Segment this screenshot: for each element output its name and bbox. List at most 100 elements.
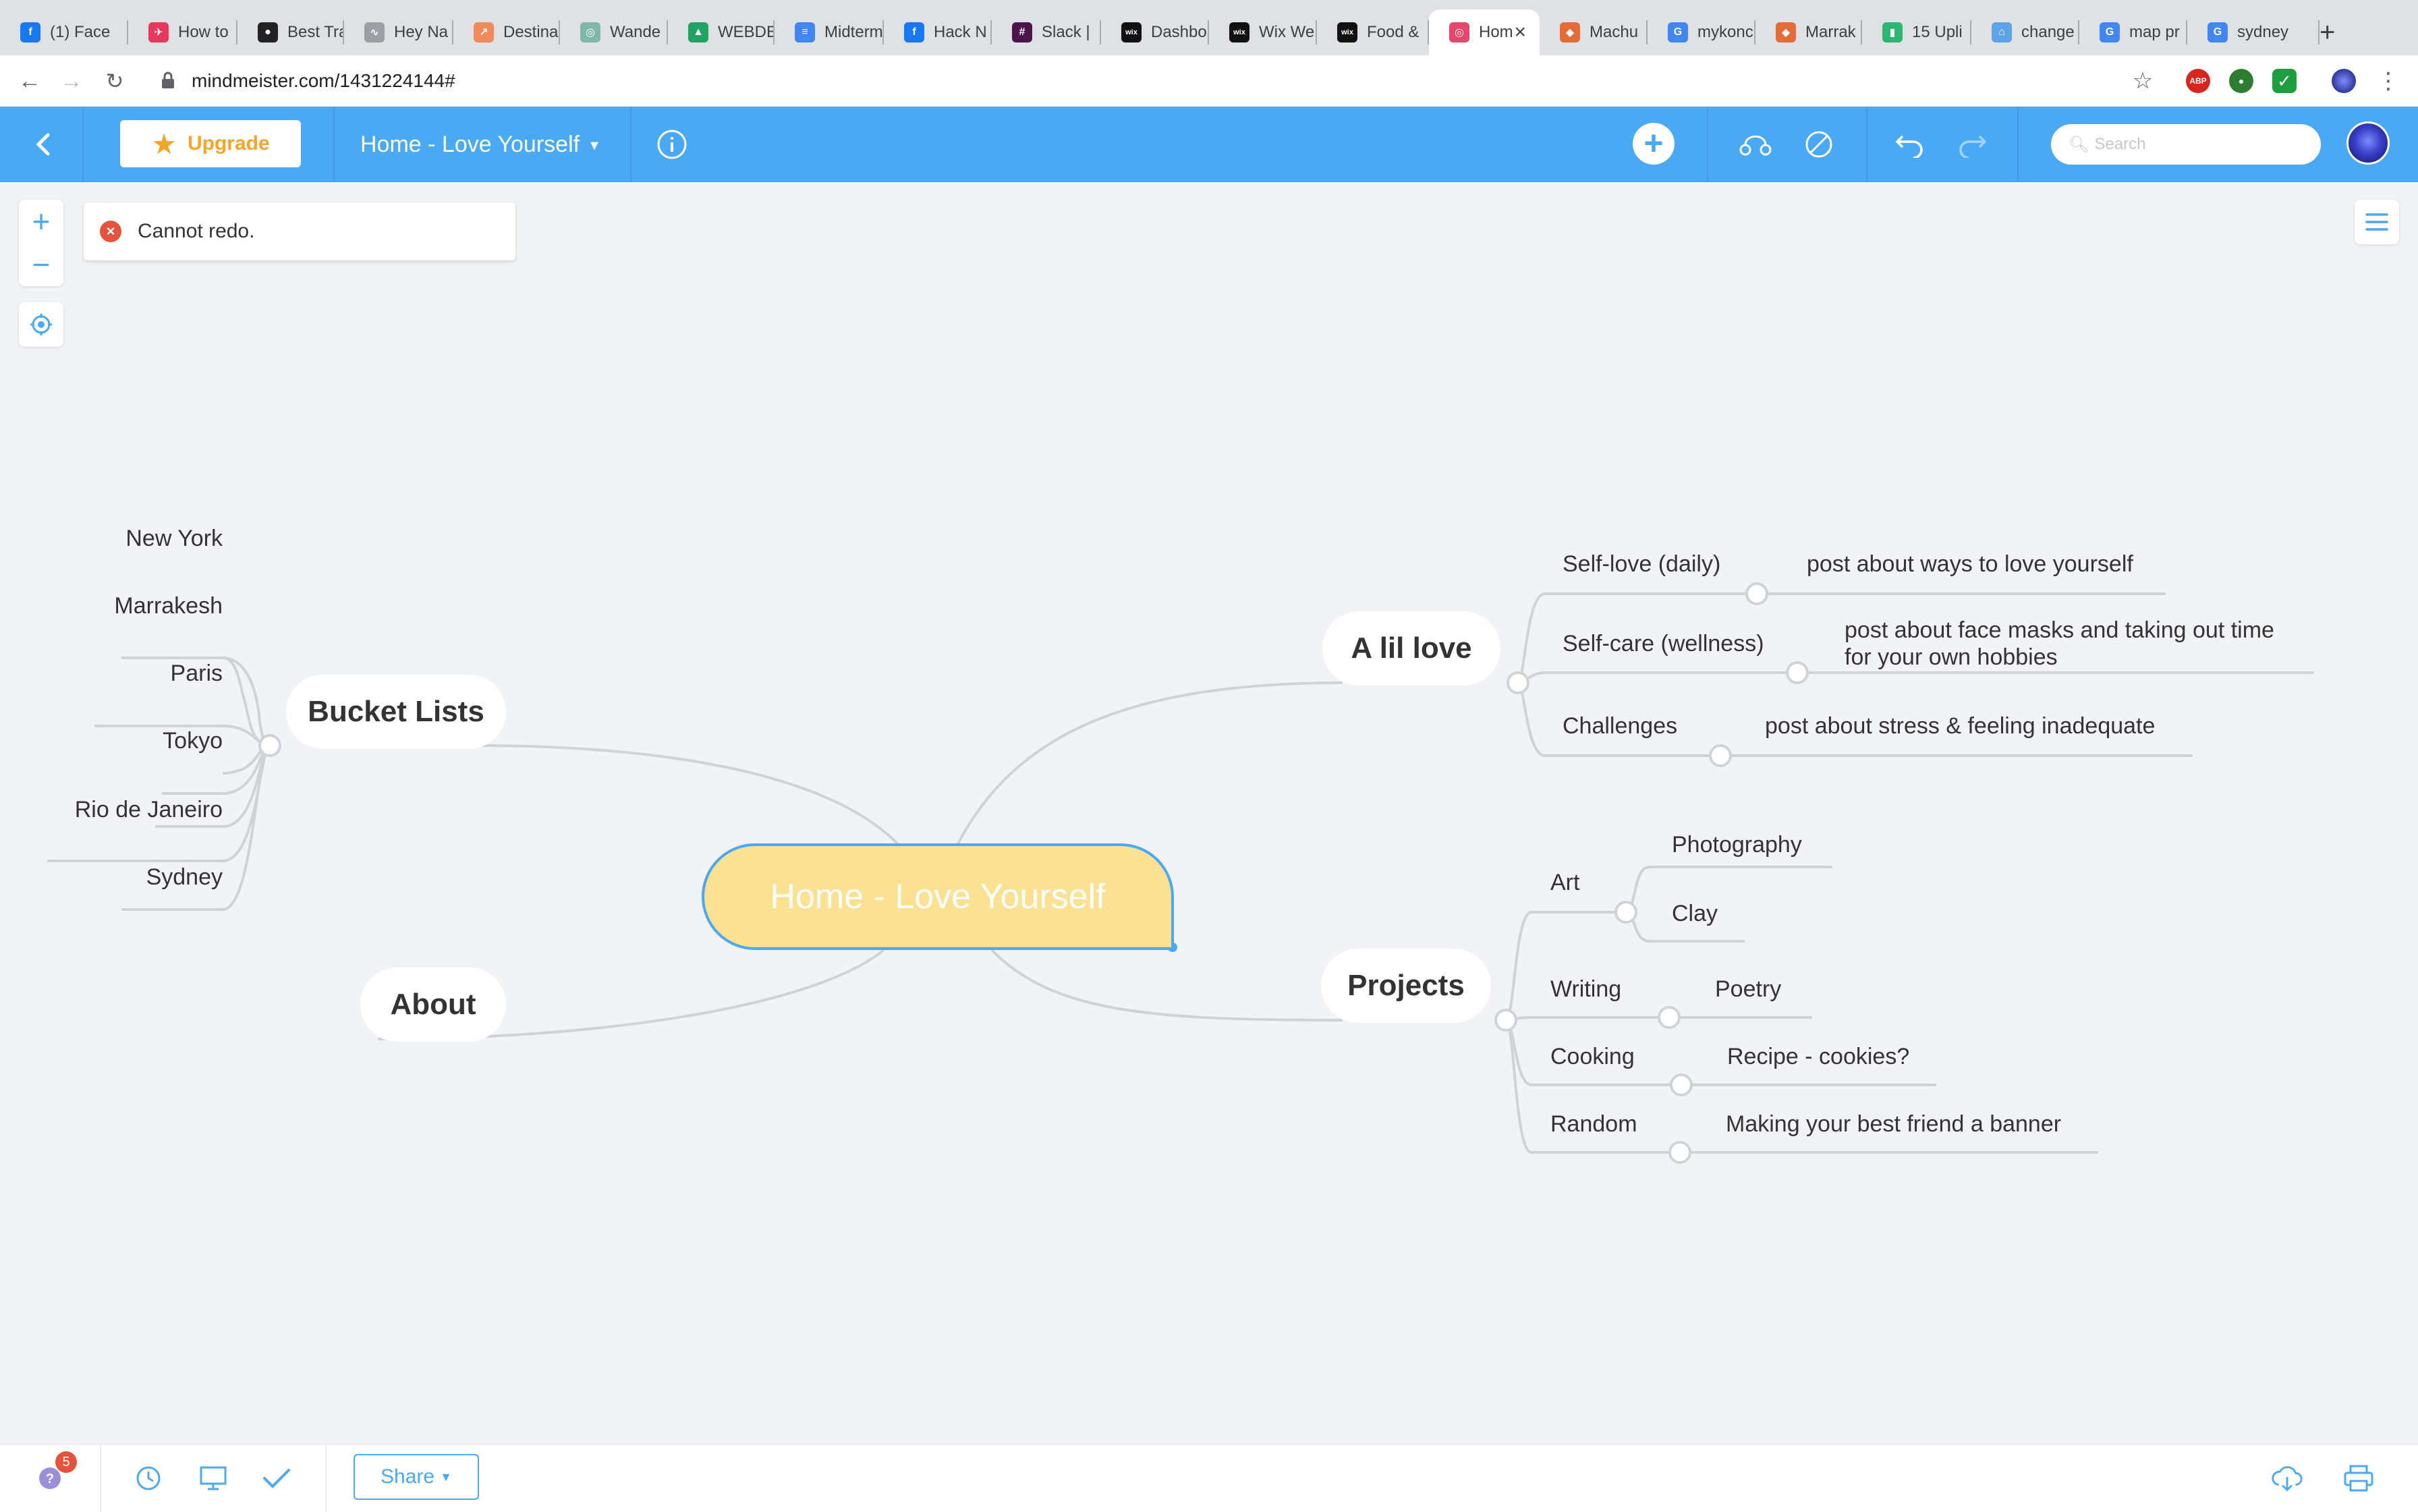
redo-icon[interactable]	[1952, 125, 1990, 163]
footer-divider	[325, 1445, 327, 1512]
map-title-dropdown[interactable]: Home - Love Yourself▼	[360, 127, 601, 163]
browser-tab[interactable]: ▮15 Upli	[1862, 9, 1971, 55]
info-icon[interactable]	[653, 125, 691, 163]
tab-title: Hack N	[934, 23, 987, 41]
back-chevron-icon[interactable]	[24, 125, 62, 163]
browser-tab[interactable]: ↗Destina	[453, 9, 560, 55]
tab-separator	[452, 20, 453, 45]
undo-icon[interactable]	[1892, 125, 1930, 163]
subtopic-self-love[interactable]: Self-love (daily)	[1563, 551, 1721, 577]
extension-chat-icon[interactable]: ●	[2229, 69, 2253, 93]
tab-separator	[559, 20, 560, 45]
subtopic-rio-de-janeiro[interactable]: Rio de Janeiro	[74, 797, 223, 822]
browser-tab[interactable]: ✈How to	[128, 9, 237, 55]
browser-tab[interactable]: ◆Marrak	[1755, 9, 1862, 55]
tab-title: Marrak	[1805, 23, 1856, 41]
connect-icon[interactable]	[1737, 125, 1774, 163]
collapse-knob	[1668, 1141, 1691, 1164]
browser-menu-icon[interactable]: ⋮	[2377, 68, 2400, 94]
subtopic-clay[interactable]: Clay	[1672, 901, 1718, 926]
tab-favicon-icon: G	[1668, 22, 1688, 43]
tab-favicon-icon: ≡	[795, 22, 815, 43]
tasks-check-icon[interactable]	[259, 1461, 294, 1496]
center-map-icon[interactable]	[19, 302, 63, 347]
new-tab-button[interactable]: +	[2319, 18, 2336, 47]
subtopic-photography[interactable]: Photography	[1672, 832, 1802, 858]
history-icon[interactable]	[131, 1461, 166, 1496]
note-self-love[interactable]: post about ways to love yourself	[1807, 551, 2133, 577]
browser-tab[interactable]: ◆Machu	[1540, 9, 1648, 55]
note-self-care[interactable]: post about face masks and taking out tim…	[1845, 617, 2274, 670]
subtopic-recipe-cookies[interactable]: Recipe - cookies?	[1727, 1044, 1910, 1069]
subtopic-poetry[interactable]: Poetry	[1715, 976, 1782, 1002]
help-icon[interactable]: ?	[32, 1461, 67, 1496]
presentation-icon[interactable]	[196, 1461, 231, 1496]
subtopic-sydney[interactable]: Sydney	[146, 864, 223, 890]
topic-a-lil-love[interactable]: A lil love	[1322, 611, 1500, 685]
subtopic-challenges[interactable]: Challenges	[1563, 713, 1678, 739]
share-button[interactable]: Share▼	[354, 1454, 479, 1500]
topic-projects[interactable]: Projects	[1321, 949, 1491, 1023]
mindmap-canvas[interactable]: Home - Love Yourself Bucket Lists About …	[0, 182, 2418, 1444]
adblock-icon[interactable]: ABP	[2186, 69, 2210, 93]
svg-text:?: ?	[46, 1472, 54, 1486]
bookmark-star-icon[interactable]: ☆	[2132, 68, 2154, 94]
close-tab-icon[interactable]: ×	[1514, 21, 1526, 43]
topic-about[interactable]: About	[360, 968, 506, 1042]
zoom-out-icon[interactable]: −	[32, 247, 51, 282]
browser-tab[interactable]: #Slack |	[992, 9, 1101, 55]
tab-separator	[1100, 20, 1101, 45]
subtopic-random[interactable]: Random	[1550, 1111, 1637, 1137]
subtopic-best-friend-banner[interactable]: Making your best friend a banner	[1726, 1111, 2062, 1137]
browser-tab[interactable]: ⌂change	[1971, 9, 2079, 55]
browser-tab[interactable]: ◎Wande	[560, 9, 668, 55]
subtopic-new-york[interactable]: New York	[125, 526, 223, 551]
outline-menu-icon[interactable]	[2355, 200, 2399, 244]
subtopic-paris[interactable]: Paris	[170, 661, 223, 686]
subtopic-marrakesh[interactable]: Marrakesh	[114, 593, 223, 619]
topic-bucket-lists[interactable]: Bucket Lists	[286, 675, 506, 749]
browser-tab[interactable]: ▲WEBDE	[668, 9, 775, 55]
subtopic-writing[interactable]: Writing	[1550, 976, 1622, 1002]
root-topic[interactable]: Home - Love Yourself	[702, 843, 1174, 950]
back-icon[interactable]: ←	[18, 67, 41, 94]
note-challenges[interactable]: post about stress & feeling inadequate	[1765, 713, 2156, 739]
browser-tab[interactable]: ●Best Tra	[237, 9, 344, 55]
upgrade-button[interactable]: ★ Upgrade	[120, 120, 301, 167]
user-avatar[interactable]	[2346, 121, 2390, 165]
tab-title: Slack |	[1042, 23, 1090, 41]
url-text[interactable]: mindmeister.com/1431224144#	[192, 70, 455, 91]
browser-tab[interactable]: ∿Hey Na	[344, 9, 453, 55]
subtopic-art[interactable]: Art	[1550, 870, 1580, 895]
add-topic-button[interactable]: +	[1633, 123, 1675, 165]
header-divider	[2017, 107, 2019, 182]
zoom-in-icon[interactable]: +	[32, 204, 51, 239]
browser-tab[interactable]: ◎Hom×	[1429, 9, 1540, 55]
tab-favicon-icon: ✈	[148, 22, 169, 43]
subtopic-self-care[interactable]: Self-care (wellness)	[1563, 631, 1764, 656]
tab-separator	[1970, 20, 1971, 45]
browser-tab[interactable]: ≡Midterm	[775, 9, 884, 55]
no-style-icon[interactable]	[1800, 125, 1838, 163]
checkmark-extension-icon[interactable]: ✓	[2272, 69, 2297, 93]
collapse-knob	[1786, 661, 1809, 684]
tab-favicon-icon: ◆	[1560, 22, 1580, 43]
print-icon[interactable]	[2341, 1461, 2376, 1496]
search-input[interactable]: 🔍︎ Search	[2051, 124, 2321, 165]
browser-tab[interactable]: f(1) Face	[0, 9, 128, 55]
reload-icon[interactable]: ↻	[105, 69, 124, 93]
forward-icon[interactable]: →	[60, 67, 83, 94]
cloud-download-icon[interactable]	[2270, 1461, 2305, 1496]
subtopic-cooking[interactable]: Cooking	[1550, 1044, 1635, 1069]
profile-avatar[interactable]	[2332, 69, 2356, 93]
tab-favicon-icon: ↗	[474, 22, 494, 43]
tab-favicon-icon: G	[2208, 22, 2228, 43]
subtopic-tokyo[interactable]: Tokyo	[163, 728, 223, 754]
